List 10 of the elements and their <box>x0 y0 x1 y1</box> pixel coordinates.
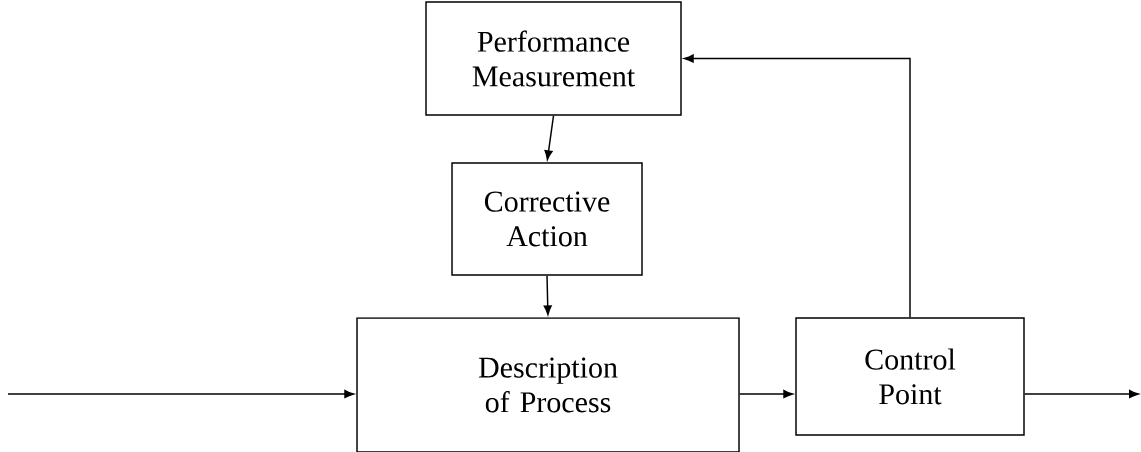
process-box: Control Point <box>795 317 1025 436</box>
process-box: Performance Measurement <box>425 1 682 116</box>
arrow <box>1024 389 1139 399</box>
arrow <box>7 389 355 399</box>
arrow <box>739 389 794 399</box>
arrow <box>544 115 555 161</box>
process-box: Description of Process <box>356 317 740 452</box>
arrow <box>683 54 911 318</box>
process-box: Corrective Action <box>451 162 643 276</box>
arrow <box>543 275 552 316</box>
